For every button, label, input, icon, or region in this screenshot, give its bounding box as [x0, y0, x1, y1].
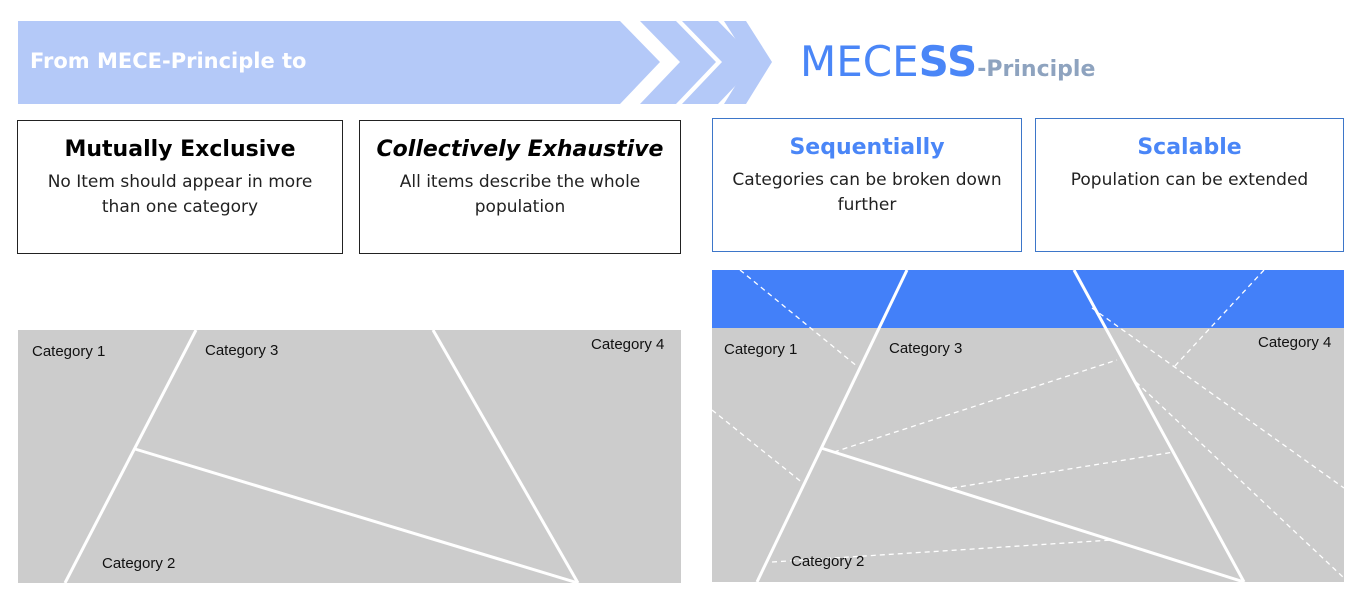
divider-line [1072, 270, 1246, 582]
divider-line [820, 446, 1245, 582]
right-category-2-label: Category 2 [791, 553, 865, 570]
box-title: Collectively Exhaustive [376, 137, 664, 162]
right-category-3-label: Category 3 [889, 340, 963, 357]
box-title: Sequentially [789, 135, 945, 160]
box-description: Categories can be broken down further [732, 170, 1002, 215]
population-area [18, 330, 681, 583]
banner-arrow [18, 21, 772, 104]
mece-partition-diagram [18, 330, 681, 583]
banner-chevron-1 [640, 21, 716, 104]
mecess-title: MECESS-Principle [800, 40, 1095, 92]
dashed-line [1173, 270, 1265, 368]
mecess-prefix: MECE [800, 37, 919, 86]
banner-chevron-3 [724, 21, 772, 104]
mecess-partition-diagram [712, 270, 1344, 582]
dashed-line [1091, 307, 1344, 489]
population-area [712, 328, 1344, 582]
left-category-4-label: Category 4 [591, 336, 665, 353]
left-category-3-label: Category 3 [205, 342, 279, 359]
mecess-ss: SS [918, 37, 978, 86]
scalable-extension-band [712, 270, 1344, 328]
mecess-suffix: -Principle [977, 57, 1096, 82]
banner-from-text: From MECE-Principle to [30, 49, 307, 73]
banner-chevron-2 [682, 21, 758, 104]
divider-line [431, 330, 580, 583]
dashed-line [1135, 381, 1344, 579]
divider-line [63, 330, 198, 583]
box-mutually-exclusive: Mutually Exclusive No Item should appear… [17, 120, 343, 254]
sequential-subdivisions [712, 270, 1344, 579]
dashed-line [712, 409, 805, 485]
divider-line [134, 447, 579, 583]
box-description: Population can be extended [1070, 170, 1309, 190]
right-category-1-label: Category 1 [724, 341, 798, 358]
banner-main-arrow [18, 21, 660, 104]
dashed-line [739, 270, 859, 368]
box-description: No Item should appear in more than one c… [47, 172, 313, 217]
dashed-line [771, 539, 1113, 563]
right-category-4-label: Category 4 [1258, 334, 1332, 351]
box-description: All items describe the whole population [399, 172, 641, 217]
box-sequentially: Sequentially Categories can be broken do… [712, 118, 1022, 252]
dashed-line [951, 451, 1175, 489]
box-collectively-exhaustive: Collectively Exhaustive All items descri… [359, 120, 681, 254]
box-title: Scalable [1137, 135, 1242, 160]
box-scalable: Scalable Population can be extended [1035, 118, 1344, 252]
dashed-line [833, 359, 1118, 453]
box-title: Mutually Exclusive [64, 137, 296, 162]
left-category-1-label: Category 1 [32, 343, 106, 360]
left-category-2-label: Category 2 [102, 555, 176, 572]
divider-line [755, 270, 909, 582]
